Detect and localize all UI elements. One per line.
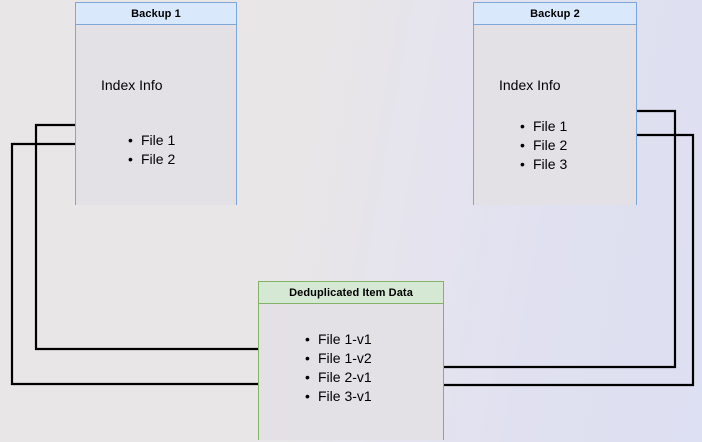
backup-1-box[interactable]: Backup 1 Index Info File 1 File 2: [75, 2, 237, 205]
backup-1-file-list: File 1 File 2: [126, 131, 175, 169]
list-item: File 1: [518, 117, 567, 136]
list-item: File 1-v1: [303, 330, 372, 349]
list-item: File 2: [126, 150, 175, 169]
list-item: File 1: [126, 131, 175, 150]
connector-backup1-file2: [10, 142, 297, 388]
deduplicated-item-list: File 1-v1 File 1-v2 File 2-v1 File 3-v1: [303, 330, 372, 406]
list-item: File 2-v1: [303, 368, 372, 387]
backup-2-index-label: Index Info: [499, 77, 561, 93]
connector-backup2-file2: [394, 133, 695, 389]
deduplicated-item-data-body: File 1-v1 File 1-v2 File 2-v1 File 3-v1: [259, 304, 443, 440]
list-item: File 1-v2: [303, 349, 372, 368]
backup-1-body: Index Info File 1 File 2: [76, 25, 236, 205]
backup-2-body: Index Info File 1 File 2 File 3: [474, 25, 636, 205]
backup-2-box[interactable]: Backup 2 Index Info File 1 File 2 File 3: [473, 2, 637, 205]
backup-1-title: Backup 1: [76, 3, 236, 25]
deduplicated-item-data-title: Deduplicated Item Data: [259, 282, 443, 304]
list-item: File 2: [518, 136, 567, 155]
deduplicated-item-data-box[interactable]: Deduplicated Item Data File 1-v1 File 1-…: [258, 281, 444, 440]
backup-2-file-list: File 1 File 2 File 3: [518, 117, 567, 174]
backup-2-title: Backup 2: [474, 3, 636, 25]
backup-1-index-label: Index Info: [101, 77, 163, 93]
list-item: File 3-v1: [303, 387, 372, 406]
list-item: File 3: [518, 155, 567, 174]
